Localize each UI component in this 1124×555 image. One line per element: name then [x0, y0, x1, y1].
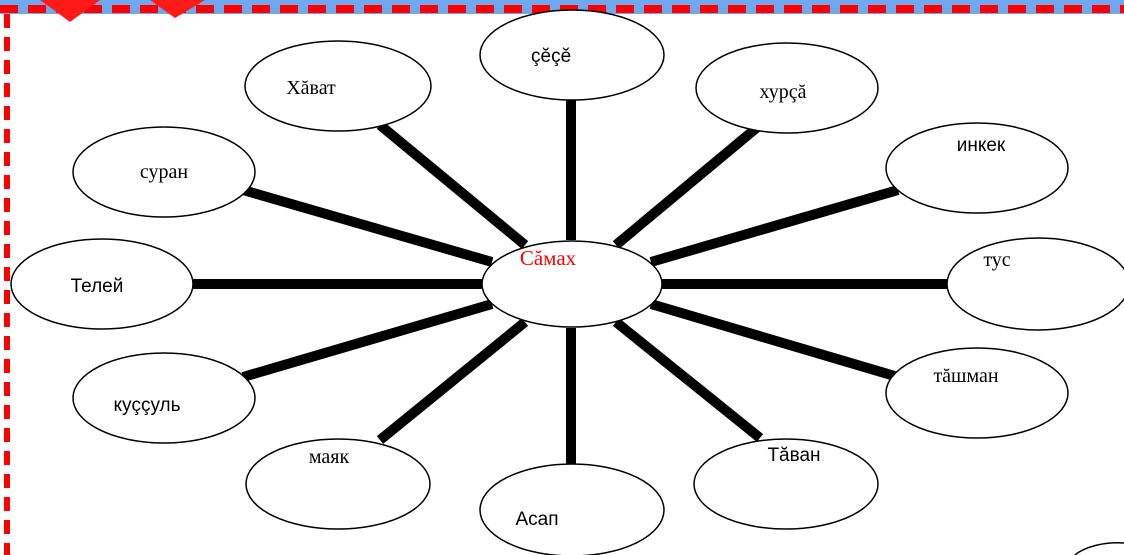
node-ellipse-tus: [946, 237, 1124, 331]
node-ellipse-khursa: [695, 42, 879, 134]
word-kussul: куççуль: [113, 395, 180, 416]
spoke-khavat: [376, 121, 529, 249]
center-word: Сăмах: [520, 246, 577, 270]
node-ellipse-teley: [10, 238, 194, 330]
word-asap: Асап: [515, 509, 558, 530]
spoke-inkek: [649, 185, 900, 267]
spoke-tashman: [649, 299, 900, 382]
word-tashman: тăшман: [933, 365, 998, 387]
word-tavan: Тăван: [767, 445, 820, 466]
word-khursa: хурçă: [760, 81, 807, 103]
node-ellipse-suran: [72, 126, 256, 218]
node-ellipse-asap: [479, 463, 665, 555]
spoke-tavan: [612, 318, 764, 442]
node-ellipse-kussul: [72, 352, 256, 444]
spoke-kussul: [241, 299, 494, 382]
partial-ellipse-edge: [1074, 542, 1124, 555]
node-ellipse-khavat: [244, 40, 432, 132]
word-khavat: Хăват: [286, 77, 336, 99]
node-ellipse-inkek: [885, 122, 1069, 214]
center-ellipse: [481, 240, 663, 328]
word-suran: суран: [140, 161, 188, 183]
spoke-khursa: [612, 121, 764, 249]
word-teley: Телей: [71, 276, 124, 297]
word-tus: тус: [983, 249, 1010, 271]
spokes: [192, 98, 950, 468]
corner-ornament: [40, 0, 205, 22]
word-mayak: маяк: [309, 446, 350, 468]
node-ellipse-cece: [479, 9, 665, 101]
spoke-mayak: [376, 318, 529, 444]
word-inkek: инкек: [957, 135, 1006, 156]
word-cece: çĕçĕ: [531, 46, 571, 67]
node-ellipse-mayak: [245, 438, 431, 530]
node-ellipse-tavan: [693, 438, 879, 530]
node-ellipse-tashman: [885, 347, 1069, 439]
spoke-suran: [241, 185, 494, 267]
